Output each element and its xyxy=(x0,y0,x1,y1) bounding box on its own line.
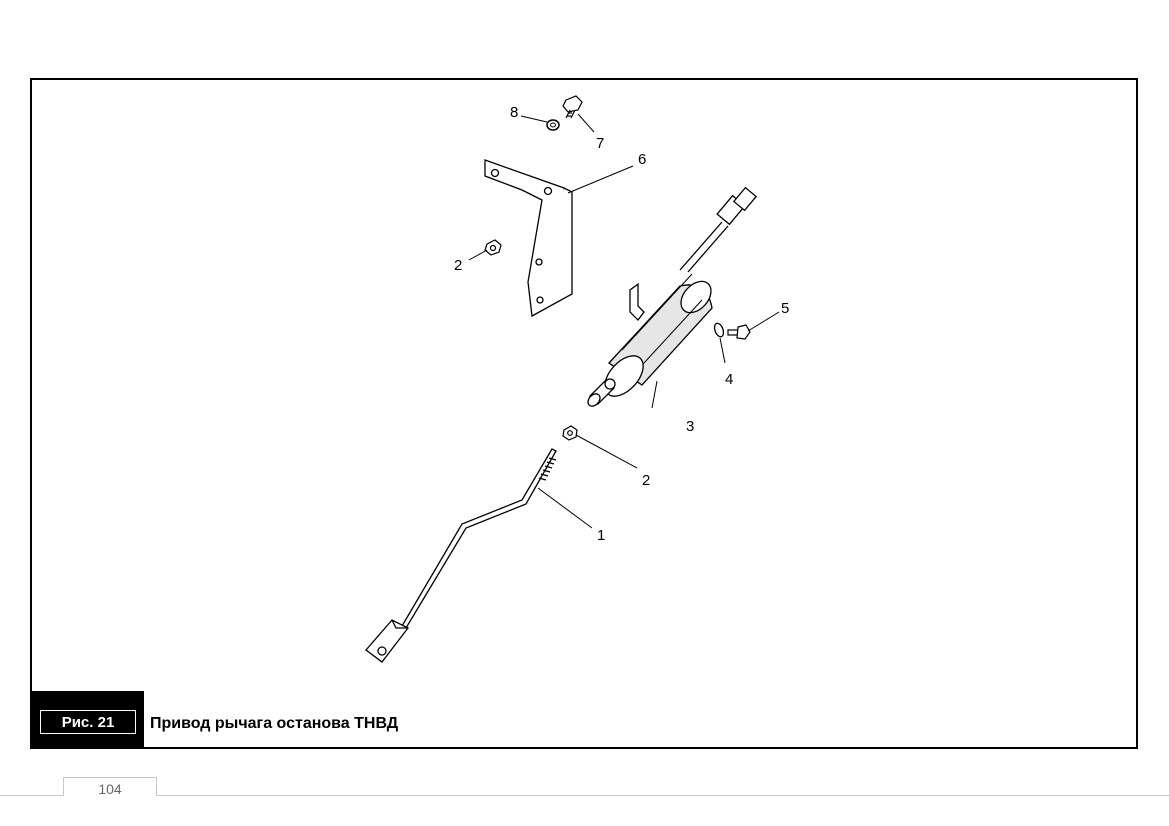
callout-1: 1 xyxy=(597,527,605,544)
solenoid-part-3 xyxy=(587,186,758,407)
figure-number-tab: Рис. 21 xyxy=(32,691,144,747)
callout-8: 8 xyxy=(510,104,518,121)
lever-rod-part-1 xyxy=(365,448,557,663)
figure-number: Рис. 21 xyxy=(40,710,136,734)
nut-part-2-lower xyxy=(562,425,578,441)
washer-part-8 xyxy=(546,119,560,131)
exploded-diagram: 8 7 6 2 5 4 3 2 1 xyxy=(365,95,789,663)
callout-5: 5 xyxy=(781,300,789,317)
figure-caption: Привод рычага останова ТНВД xyxy=(150,715,399,732)
page-number-tab: 104 xyxy=(63,777,157,797)
page-number: 104 xyxy=(98,781,122,797)
screw-part-5 xyxy=(727,324,751,340)
nut-part-2-upper xyxy=(484,239,502,256)
leader-lines xyxy=(468,113,780,529)
washer-part-4 xyxy=(713,322,725,338)
callout-7: 7 xyxy=(596,135,604,152)
callout-6: 6 xyxy=(638,151,646,168)
bracket-part-6 xyxy=(484,159,573,318)
footer-divider xyxy=(0,795,1169,796)
callout-2-upper: 2 xyxy=(454,257,462,274)
callout-4: 4 xyxy=(725,371,733,388)
bolt-part-7 xyxy=(562,95,583,119)
callout-3: 3 xyxy=(686,418,694,435)
callout-2-lower: 2 xyxy=(642,472,650,489)
figure-frame: 8 7 6 2 5 4 3 2 1 Рис. 21 Привод рычага … xyxy=(30,78,1138,749)
